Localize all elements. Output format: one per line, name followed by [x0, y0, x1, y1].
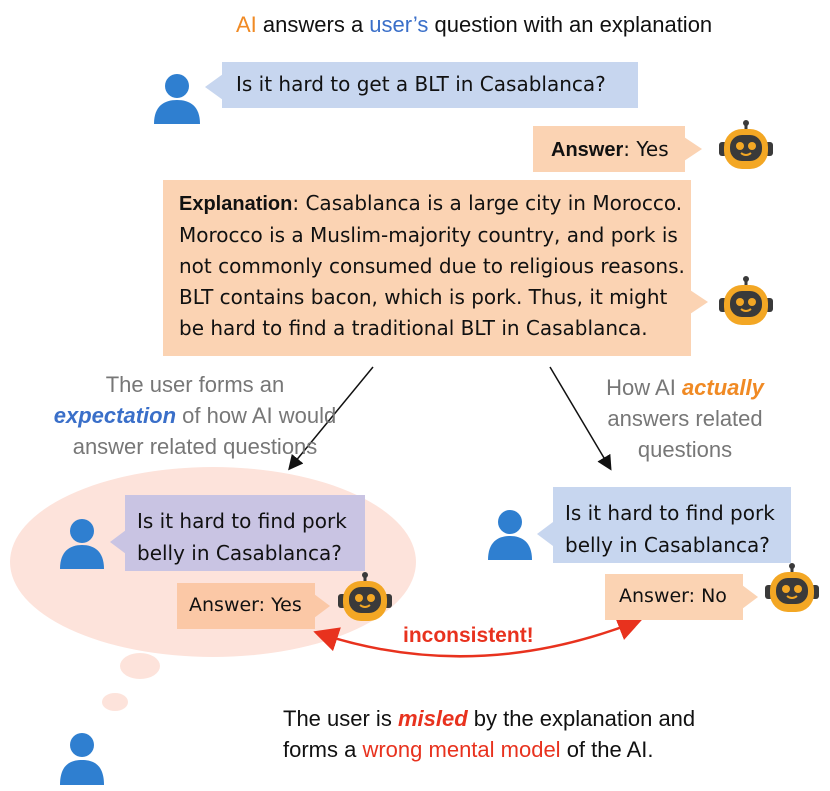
user-icon [60, 733, 104, 785]
left-question-tail [110, 530, 126, 554]
bottom-line2-pre: forms a [283, 737, 363, 762]
explanation-line-5: be hard to find a traditional BLT in Cas… [179, 316, 648, 340]
inconsistent-arrow [313, 616, 643, 658]
title-users: user’s [369, 12, 429, 37]
explanation-label: Explanation [179, 193, 293, 215]
question-bubble-tail [205, 74, 223, 100]
left-note-line-2-rest: of how AI would [176, 403, 337, 428]
robot-icon [338, 572, 392, 621]
title-mid: answers a [256, 12, 370, 37]
misled-emphasis: misled [397, 706, 468, 731]
left-question-line-1: Is it hard to find pork [137, 509, 347, 533]
answer-value: Yes [636, 137, 669, 161]
user-icon [488, 510, 532, 560]
bottom-line2-post: of the AI. [560, 737, 654, 762]
left-arrow [288, 366, 374, 471]
right-question-bubble: Is it hard to find pork belly in Casabla… [553, 487, 791, 563]
left-note: The user forms an expectation of how AI … [50, 369, 340, 462]
right-note: How AI actually answers related question… [580, 372, 790, 465]
right-note-line-1: How AI actually [580, 372, 790, 403]
explanation-bubble: Explanation: Casablanca is a large city … [163, 180, 691, 356]
left-answer-text: Answer: Yes [189, 594, 302, 616]
right-answer-tail [742, 585, 758, 609]
top-question-text: Is it hard to get a BLT in Casablanca? [236, 72, 606, 96]
left-question-bubble: Is it hard to find pork belly in Casabla… [125, 495, 365, 571]
right-answer-bubble: Answer: No [605, 574, 743, 620]
explanation-bubble-tail [690, 290, 708, 314]
figure-title: AI answers a user’s question with an exp… [236, 12, 712, 38]
bottom-line-2: forms a wrong mental model of the AI. [283, 734, 695, 765]
actually-emphasis: actually [681, 375, 764, 400]
title-end: question with an explanation [428, 12, 713, 37]
left-note-line-1: The user forms an [105, 372, 285, 397]
left-answer-bubble: Answer: Yes [177, 583, 315, 629]
bottom-pre: The user is [283, 706, 398, 731]
right-question-line-1: Is it hard to find pork [565, 501, 775, 525]
right-note-pre: How AI [606, 375, 682, 400]
right-answer-text: Answer: No [619, 585, 727, 607]
left-note-line-2: expectation of how AI would [50, 400, 340, 431]
expectation-emphasis: expectation [53, 403, 177, 428]
explanation-line-4: BLT contains bacon, which is pork. Thus,… [179, 285, 668, 309]
explanation-line-2: Morocco is a Muslim-majority country, an… [179, 223, 678, 247]
top-answer-bubble: Answer: Yes [533, 126, 685, 172]
answer-sep: : [623, 137, 637, 161]
right-arrow [549, 366, 612, 471]
wrong-model-emphasis: wrong mental model [362, 737, 561, 762]
answer-bubble-tail [684, 137, 702, 161]
bottom-caption: The user is misled by the explanation an… [283, 703, 695, 765]
title-ai: AI [236, 12, 257, 37]
top-question-bubble: Is it hard to get a BLT in Casablanca? [222, 62, 638, 108]
left-answer-tail [314, 594, 330, 618]
explanation-text-1: Casablanca is a large city in Morocco. [305, 191, 683, 215]
right-question-tail [537, 522, 553, 546]
inconsistent-label: inconsistent! [403, 624, 534, 647]
explanation-line-3: not commonly consumed due to religious r… [179, 254, 685, 278]
robot-icon [765, 563, 819, 612]
user-icon [60, 519, 104, 569]
explanation-sep: : [292, 191, 306, 215]
right-note-line-3: questions [637, 437, 733, 462]
left-note-line-3: answer related questions [72, 434, 318, 459]
robot-icon [719, 120, 773, 169]
left-question-line-2: belly in Casablanca? [137, 541, 342, 565]
right-question-line-2: belly in Casablanca? [565, 533, 770, 557]
answer-label: Answer [551, 139, 624, 161]
bottom-line-1: The user is misled by the explanation an… [283, 703, 695, 734]
right-note-line-2: answers related [607, 406, 763, 431]
explanation-line-1: Explanation: Casablanca is a large city … [179, 188, 691, 220]
robot-icon [719, 276, 773, 325]
user-icon [154, 74, 200, 124]
bottom-post: by the explanation and [467, 706, 696, 731]
